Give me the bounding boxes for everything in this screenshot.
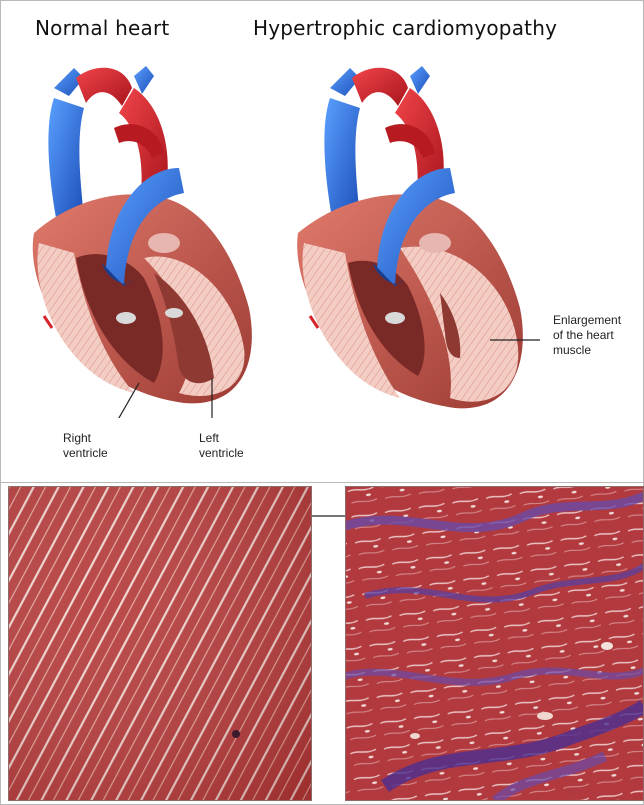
enlargement-label-line2: of the heart: [553, 328, 621, 343]
normal-heart-illustration: [14, 58, 264, 418]
left-ventricle-label-line2: ventricle: [199, 446, 244, 461]
left-ventricle-label: Left ventricle: [199, 431, 244, 461]
right-ventricle-label: Right ventricle: [63, 431, 108, 461]
micrograph-connector: [312, 514, 348, 518]
enlargement-label: Enlargement of the heart muscle: [553, 313, 621, 358]
hcm-heart-illustration: [290, 58, 540, 418]
left-ventricle-label-line1: Left: [199, 431, 244, 446]
right-ventricle-label-line2: ventricle: [63, 446, 108, 461]
normal-tissue-micrograph: [8, 486, 312, 801]
normal-heart-title: Normal heart: [35, 16, 169, 40]
enlargement-label-line1: Enlargement: [553, 313, 621, 328]
section-divider: [0, 482, 644, 483]
enlargement-label-line3: muscle: [553, 343, 621, 358]
hcm-title: Hypertrophic cardiomyopathy: [253, 16, 557, 40]
right-ventricle-label-line1: Right: [63, 431, 108, 446]
hcm-tissue-micrograph: [345, 486, 644, 801]
